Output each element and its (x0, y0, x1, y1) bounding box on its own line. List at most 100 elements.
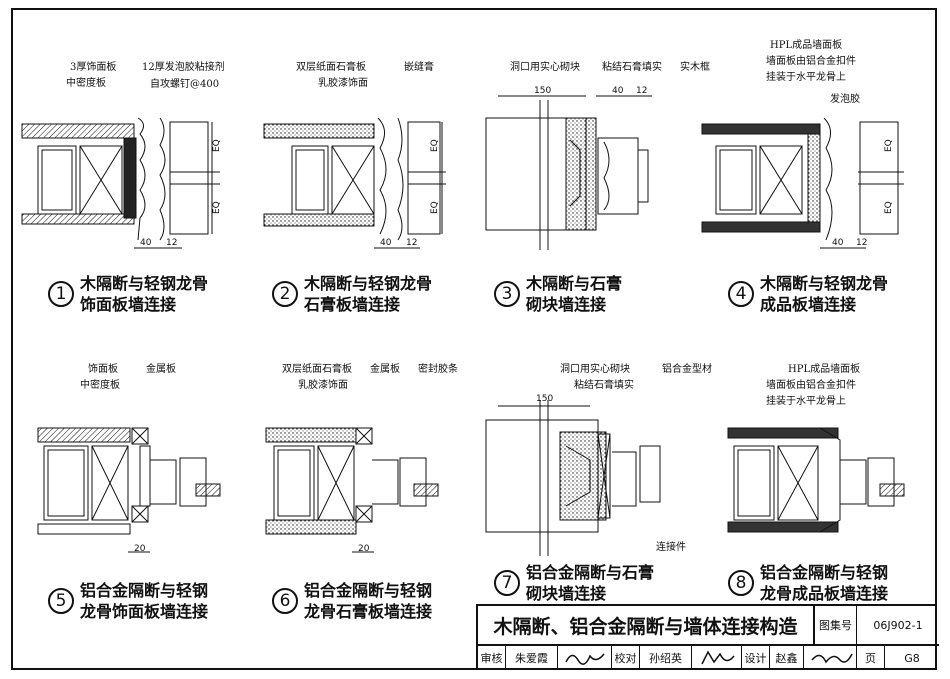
drawing-frame (11, 8, 937, 670)
caption-3-line1: 木隔断与石膏 (526, 274, 623, 293)
caption-3-line2: 砌块墙连接 (526, 295, 607, 314)
dim-d3-1: 40 (612, 86, 624, 96)
drawing-title: 木隔断、铝合金隔断与墙体连接构造 (478, 606, 815, 646)
dim-d1-4: EQ (212, 201, 222, 214)
label-d1-3: 自攻螺钉@400 (150, 79, 220, 90)
detail-1-drawing (21, 117, 220, 249)
detail-number-7: 7 (494, 570, 520, 596)
label-d2-2: 嵌缝膏 (404, 62, 434, 73)
checker-signature (692, 646, 742, 670)
caption-7: 7 铝合金隔断与石膏砌块墙连接 (494, 562, 654, 604)
caption-8-line2: 龙骨成品板墙连接 (760, 584, 889, 603)
caption-2-line2: 石膏板墙连接 (304, 295, 401, 314)
review-label: 审核 (478, 646, 506, 670)
label-d4-3: 发泡胶 (830, 94, 860, 105)
label-d5-0: 饰面板 (88, 364, 118, 375)
label-d6-2: 金属板 (370, 364, 400, 375)
caption-2: 2 木隔断与轻钢龙骨石膏板墙连接 (272, 273, 432, 315)
dim-d4-1: 12 (856, 238, 868, 248)
label-d3-1: 粘结石膏填实 (602, 62, 662, 73)
caption-8: 8 铝合金隔断与轻钢龙骨成品板墙连接 (728, 562, 888, 604)
title-block: 木隔断、铝合金隔断与墙体连接构造 图集号 06J902-1 审核 朱爱霞 校对 … (476, 604, 939, 670)
caption-6-line2: 龙骨石膏板墙连接 (304, 602, 433, 621)
label-d2-0: 双层纸面石膏板 (296, 62, 366, 73)
caption-4-line2: 成品板墙连接 (760, 295, 857, 314)
caption-8-line1: 铝合金隔断与轻钢 (760, 563, 889, 582)
label-d1-1: 中密度板 (66, 78, 106, 89)
atlas-label: 图集号 (815, 606, 857, 646)
reviewer-name: 朱爱霞 (506, 646, 558, 670)
dim-d7-0: 150 (536, 394, 554, 404)
label-d3-0: 洞口用实心砌块 (510, 62, 580, 73)
caption-7-line2: 砌块墙连接 (526, 584, 607, 603)
atlas-number: 06J902-1 (857, 606, 939, 646)
label-d3-2: 实木框 (680, 62, 710, 73)
label-d4-0: HPL成品墙面板 (770, 40, 843, 51)
label-d2-1: 乳胶漆饰面 (318, 78, 368, 89)
dim-d2-0: 40 (380, 238, 392, 248)
dim-d5-0: 20 (134, 544, 146, 554)
page-label: 页 (857, 646, 885, 670)
detail-number-5: 5 (48, 588, 74, 614)
label-d7-3: 连接件 (656, 542, 686, 553)
reviewer-signature (558, 646, 612, 670)
caption-7-line1: 铝合金隔断与石膏 (526, 563, 655, 582)
dim-d4-3: EQ (884, 139, 894, 152)
label-d1-2: 12厚发泡胶粘接剂 (142, 62, 225, 73)
label-d8-1: 墙面板由铝合金扣件 (766, 380, 856, 391)
detail-2-drawing (263, 117, 446, 249)
caption-5-line2: 龙骨饰面板墙连接 (80, 602, 209, 621)
caption-1-line1: 木隔断与轻钢龙骨 (80, 274, 209, 293)
dim-d2-4: EQ (430, 201, 440, 214)
label-d6-3: 密封胶条 (418, 364, 458, 375)
dim-d2-3: EQ (430, 139, 440, 152)
detail-7-drawing (485, 400, 661, 556)
caption-2-line1: 木隔断与轻钢龙骨 (304, 274, 433, 293)
caption-5-line1: 铝合金隔断与轻钢 (80, 581, 209, 600)
detail-number-2: 2 (272, 281, 298, 307)
label-d5-2: 金属板 (146, 364, 176, 375)
caption-4: 4 木隔断与轻钢龙骨成品板墙连接 (728, 273, 888, 315)
designer-signature (804, 646, 857, 670)
dim-d1-3: EQ (212, 139, 222, 152)
caption-3: 3 木隔断与石膏砌块墙连接 (494, 273, 622, 315)
detail-8-drawing (727, 427, 905, 533)
label-d4-1: 墙面板由铝合金扣件 (766, 56, 856, 67)
dim-d3-0: 150 (534, 86, 552, 96)
dim-d2-1: 12 (406, 238, 418, 248)
page-number: G8 (904, 651, 920, 665)
label-d8-2: 挂装于水平龙骨上 (766, 396, 846, 407)
detail-3-drawing (485, 95, 652, 250)
detail-number-6: 6 (272, 588, 298, 614)
designer-name: 赵鑫 (770, 646, 804, 670)
label-d7-0: 洞口用实心砌块 (560, 364, 630, 375)
caption-4-line1: 木隔断与轻钢龙骨 (760, 274, 889, 293)
detail-number-8: 8 (728, 570, 754, 596)
label-d4-2: 挂装于水平龙骨上 (766, 72, 846, 83)
label-d7-1: 粘结石膏填实 (574, 380, 634, 391)
detail-5-drawing (37, 427, 221, 553)
dim-d1-1: 12 (166, 238, 178, 248)
detail-number-1: 1 (48, 281, 74, 307)
design-label: 设计 (742, 646, 770, 670)
label-d5-1: 中密度板 (80, 380, 120, 391)
caption-6-line1: 铝合金隔断与轻钢 (304, 581, 433, 600)
detail-4-drawing (701, 117, 904, 249)
dim-d3-2: 12 (636, 86, 648, 96)
label-d7-2: 铝合金型材 (662, 364, 712, 375)
check-label: 校对 (612, 646, 640, 670)
detail-number-3: 3 (494, 281, 520, 307)
caption-6: 6 铝合金隔断与轻钢龙骨石膏板墙连接 (272, 580, 432, 622)
label-d8-0: HPL成品墙面板 (788, 364, 861, 375)
dim-d4-4: EQ (884, 201, 894, 214)
label-d1-0: 3厚饰面板 (70, 62, 117, 73)
caption-1: 1 木隔断与轻钢龙骨饰面板墙连接 (48, 273, 208, 315)
label-d6-0: 双层纸面石膏板 (282, 364, 352, 375)
label-d6-1: 乳胶漆饰面 (298, 380, 348, 391)
checker-name: 孙绍英 (640, 646, 692, 670)
detail-6-drawing (265, 427, 439, 553)
caption-1-line2: 饰面板墙连接 (80, 295, 177, 314)
caption-5: 5 铝合金隔断与轻钢龙骨饰面板墙连接 (48, 580, 208, 622)
